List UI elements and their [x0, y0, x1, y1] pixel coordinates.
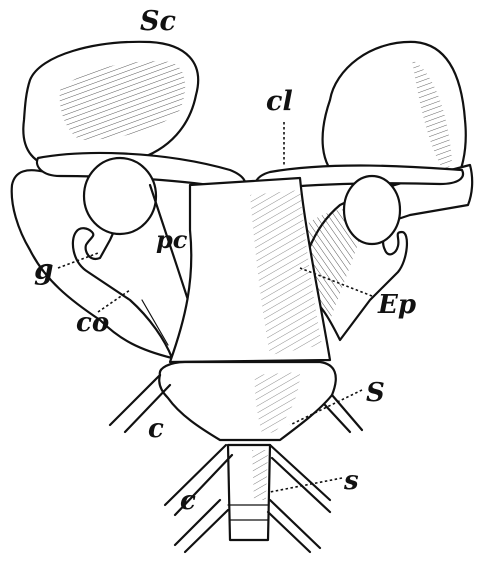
label-cl: cl — [266, 88, 293, 115]
procoracoid-right — [344, 176, 400, 244]
label-c-lower: c — [180, 488, 196, 514]
label-c-upper: c — [148, 416, 164, 442]
label-co: co — [76, 310, 109, 336]
label-g: g — [34, 256, 54, 284]
label-ep: Ep — [378, 292, 416, 318]
label-s-lower: s — [344, 468, 359, 494]
label-pc: pc — [156, 228, 187, 252]
label-sc: Sc — [140, 8, 176, 35]
sternum — [159, 362, 336, 440]
xiphisternum — [228, 445, 270, 540]
label-s-upper: S — [366, 380, 385, 406]
